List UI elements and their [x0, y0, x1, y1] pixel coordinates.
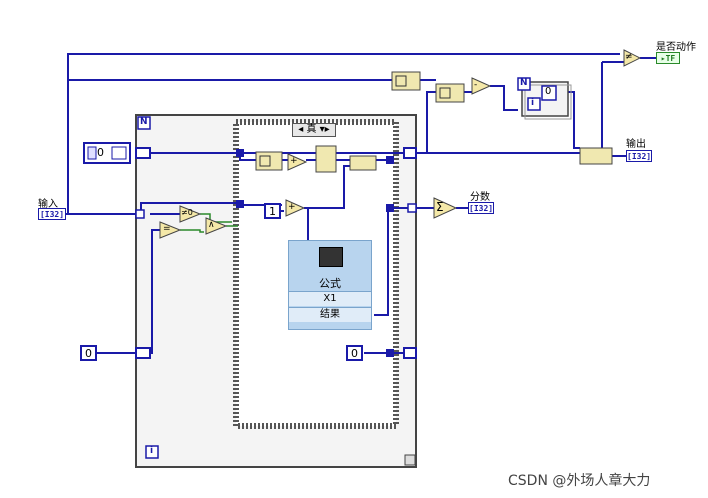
shift-registers: [135, 147, 417, 359]
op-subtract[interactable]: [471, 77, 492, 95]
output-terminal[interactable]: [I32]: [626, 150, 652, 162]
small-zero-const[interactable]: [541, 85, 557, 101]
op-not-equal-label: ≠: [625, 52, 633, 62]
for-i-label: i: [150, 446, 154, 456]
tunnels: [236, 149, 394, 357]
build-array-icon-2[interactable]: [579, 147, 613, 165]
input-type: I32: [44, 210, 60, 219]
bool-wires: [180, 213, 238, 233]
output-label: 输出: [626, 139, 646, 150]
wires: [66, 53, 656, 354]
replace-array-icon[interactable]: [315, 145, 337, 173]
output-type: I32: [631, 152, 647, 161]
action-label: 是否动作: [656, 42, 696, 53]
action-type: TF: [665, 54, 676, 63]
op-subtract-label: -: [474, 80, 478, 90]
op-add-2[interactable]: [287, 153, 308, 171]
score-label: 分数: [470, 192, 490, 203]
op-not-zero-label: ≠0: [181, 208, 193, 217]
op-and[interactable]: [205, 217, 228, 235]
small-N-label: N: [520, 78, 528, 88]
op-equal-label: =: [163, 224, 171, 234]
op-add2-label: +: [290, 156, 298, 166]
for-loop-i: [145, 445, 159, 459]
action-terminal[interactable]: ▸TF: [656, 52, 680, 64]
inner-zero-value: 0: [545, 86, 552, 97]
input-label: 输入: [38, 199, 58, 210]
op-sum[interactable]: [433, 197, 458, 219]
score-type: I32: [473, 204, 489, 213]
formula-output[interactable]: 结果: [289, 307, 371, 322]
mid-zero-constant[interactable]: 0: [346, 345, 363, 361]
one-constant[interactable]: 1: [264, 203, 281, 219]
op-sum-label: Σ: [436, 200, 444, 214]
formula-icon: [319, 247, 343, 267]
op-add[interactable]: [285, 199, 306, 217]
formula-title: 公式: [319, 277, 341, 290]
case-selector[interactable]: ◂ 真 ▾▸: [292, 123, 336, 137]
op-equal[interactable]: [159, 221, 182, 239]
formula-node[interactable]: 公式 X1 结果: [288, 240, 372, 330]
for-loop-N: [137, 116, 151, 130]
small-i-label: i: [531, 98, 535, 108]
array-index-icon-1[interactable]: [391, 71, 421, 91]
array-index-icon-3[interactable]: [255, 151, 283, 171]
array-constant[interactable]: [83, 142, 131, 164]
case-value: 真: [306, 124, 317, 135]
array-const-value: 0: [97, 146, 104, 159]
op-not-zero[interactable]: [179, 205, 202, 223]
score-terminal[interactable]: [I32]: [468, 202, 494, 214]
array-index-icon-2[interactable]: [435, 83, 465, 103]
small-for-N: [517, 77, 531, 91]
op-not-equal[interactable]: [623, 49, 642, 67]
op-add-label: +: [288, 202, 296, 212]
left-zero-constant[interactable]: 0: [80, 345, 97, 361]
formula-input[interactable]: X1: [289, 291, 371, 306]
input-terminal[interactable]: [I32]: [38, 208, 66, 220]
for-N-label: N: [140, 117, 148, 127]
watermark: CSDN @外场人章大力: [508, 473, 651, 489]
build-array-icon-1[interactable]: [349, 155, 377, 171]
op-and-label: ∧: [208, 220, 215, 230]
small-for-i: [527, 97, 541, 111]
